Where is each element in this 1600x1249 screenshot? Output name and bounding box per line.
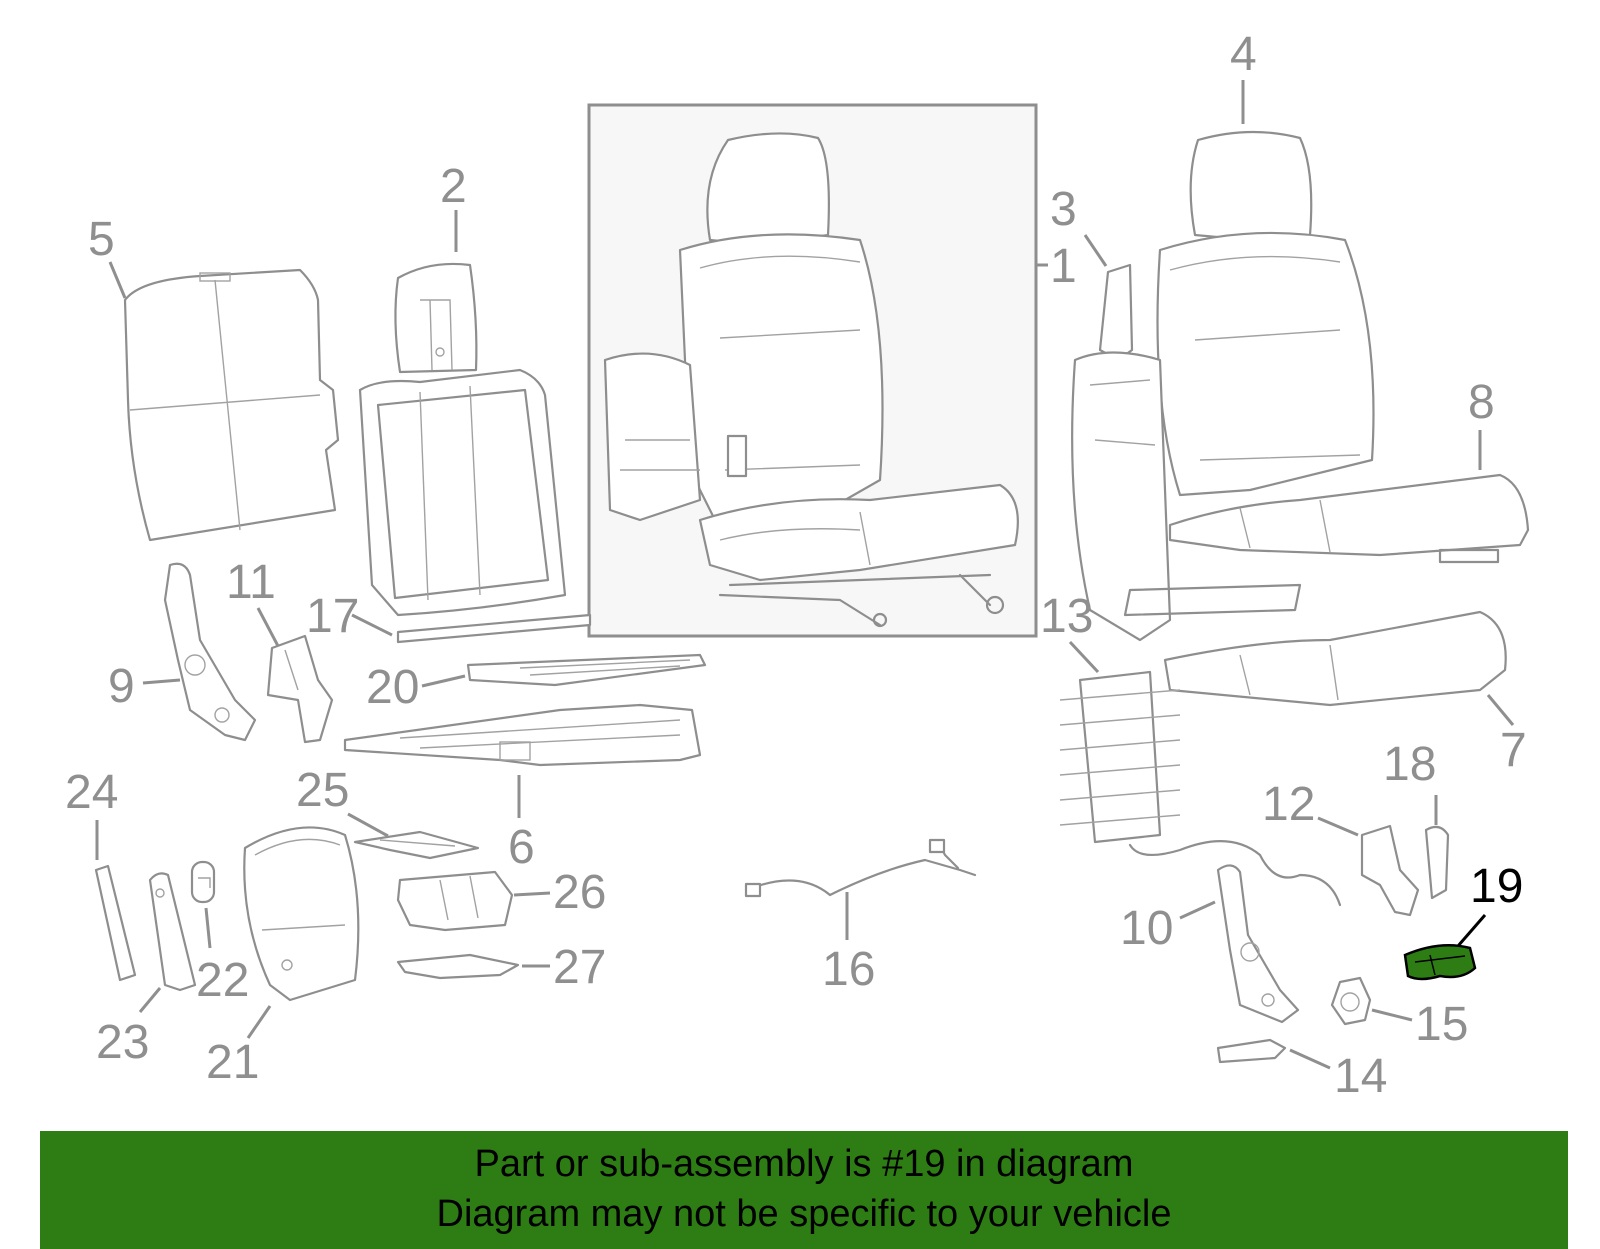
callout-17: 17: [306, 590, 359, 643]
callout-1: 1: [1050, 240, 1077, 293]
banner-line-2: Diagram may not be specific to your vehi…: [436, 1193, 1172, 1235]
part-13-lumbar: [1059, 670, 1181, 844]
part-7-cushion: [1163, 610, 1507, 707]
part-20-plate: [466, 653, 707, 687]
part-10-recliner: [1216, 864, 1300, 1024]
part-seat-back-frame: [358, 368, 567, 617]
callout-9: 9: [108, 660, 135, 713]
part-2-backrest-panel: [394, 262, 478, 374]
part-5-back-panel: [123, 268, 340, 542]
part-19-highlighted[interactable]: [1403, 943, 1477, 981]
callout-13: 13: [1040, 590, 1093, 643]
part-14-switch: [1216, 1038, 1287, 1064]
callout-26: 26: [553, 866, 606, 919]
part-18-trim: [1424, 825, 1450, 900]
part-11-bracket: [266, 634, 334, 744]
info-banner: Part or sub-assembly is #19 in diagram D…: [40, 1131, 1568, 1249]
part-15-knob: [1330, 976, 1372, 1026]
part-24-trim: [94, 864, 137, 982]
callout-16: 16: [822, 943, 875, 996]
callout-22: 22: [196, 954, 249, 1007]
callout-19: 19: [1470, 860, 1523, 913]
part-16-harness: [744, 838, 977, 898]
part-6-cushion-frame: [343, 703, 702, 767]
callout-2: 2: [440, 160, 467, 213]
callout-15: 15: [1415, 998, 1468, 1051]
part-4-seat-back: [1156, 130, 1375, 497]
part-21-side-shield: [243, 826, 360, 1002]
callout-23: 23: [96, 1016, 149, 1069]
part-22-knob: [190, 860, 216, 904]
part-25-lever: [353, 830, 480, 860]
part-23-trim: [148, 872, 197, 992]
part-lumbar-cable: [1128, 840, 1342, 907]
callout-12: 12: [1262, 778, 1315, 831]
callout-18: 18: [1383, 738, 1436, 791]
part-seat-side-frame: [1071, 351, 1302, 642]
part-26-housing: [396, 870, 514, 932]
callout-14: 14: [1334, 1050, 1387, 1103]
part-8-cushion-cover: [1168, 473, 1530, 564]
callout-3: 3: [1050, 183, 1077, 236]
callout-24: 24: [65, 766, 118, 819]
part-27-cover: [396, 953, 520, 980]
callout-27: 27: [553, 941, 606, 994]
part-3-side-trim: [1098, 263, 1134, 362]
callout-20: 20: [366, 661, 419, 714]
callout-8: 8: [1468, 376, 1495, 429]
callout-11: 11: [226, 556, 276, 609]
part-17-rod: [396, 613, 592, 644]
callout-10: 10: [1120, 902, 1173, 955]
callout-7: 7: [1500, 724, 1527, 777]
callout-21: 21: [206, 1036, 259, 1089]
callout-25: 25: [296, 764, 349, 817]
callout-5: 5: [88, 213, 115, 266]
part-12-bracket: [1360, 824, 1420, 917]
banner-line-1: Part or sub-assembly is #19 in diagram: [474, 1143, 1134, 1185]
callout-6: 6: [508, 821, 535, 874]
part-9-recliner: [163, 562, 257, 742]
inset-seat-assembly: [587, 103, 1038, 638]
callout-4: 4: [1230, 28, 1257, 81]
